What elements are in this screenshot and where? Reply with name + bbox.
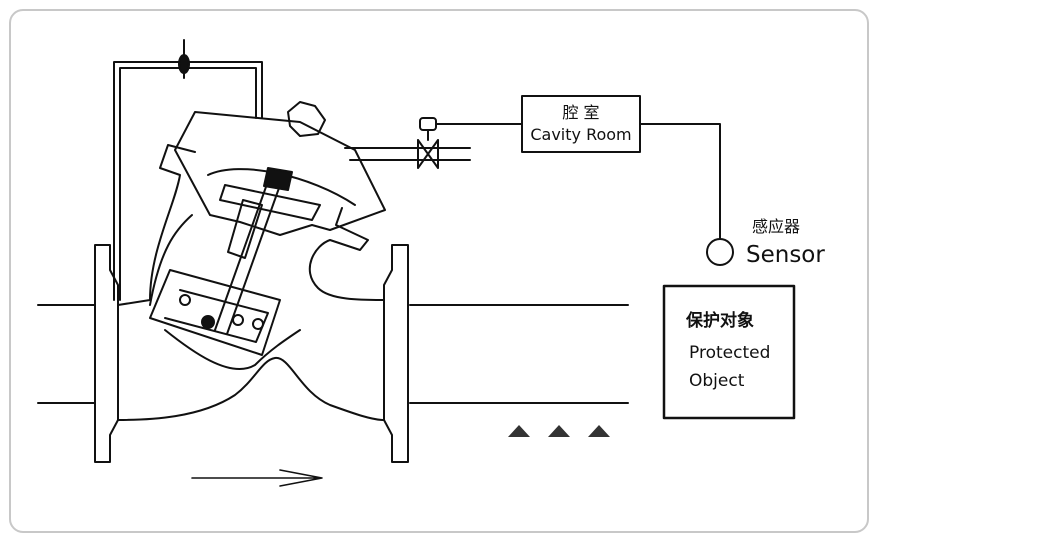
needle-valve-icon xyxy=(178,54,190,74)
diaphragm-plate xyxy=(219,184,321,221)
bonnet-cover xyxy=(174,111,386,236)
stem-nut xyxy=(263,167,293,191)
protected-object-box xyxy=(662,284,796,420)
protected-object-label-en-2: Object xyxy=(689,371,745,391)
cavity-room-label-cn: 腔 室 xyxy=(562,103,599,122)
control-pipe-outer xyxy=(113,61,263,301)
sensor-label-en: Sensor xyxy=(746,242,825,268)
valve-body xyxy=(117,144,385,421)
valve-body-bottom-curve xyxy=(164,329,301,371)
flow-direction-arrow-icon xyxy=(191,469,323,487)
protected-object-label-cn: 保护对象 xyxy=(685,310,754,331)
valve-disc xyxy=(149,269,281,356)
water-level-marker-icon xyxy=(508,425,530,437)
disc-bolt-3 xyxy=(232,314,244,326)
bonnet-plug xyxy=(287,101,326,137)
right-flange xyxy=(383,244,409,463)
disc-bolt-4 xyxy=(252,318,264,330)
stem-guide xyxy=(227,199,263,259)
valve-stem-a xyxy=(214,169,273,331)
valve-stem-b xyxy=(226,173,285,335)
disc-bolt-2 xyxy=(201,315,215,329)
signal-line-to-sensor xyxy=(639,123,721,239)
valve-body-inner-left xyxy=(149,214,193,306)
sensor-circle-icon xyxy=(706,238,734,266)
valve-body-right-chamber xyxy=(308,207,385,301)
water-level-marker-icon xyxy=(548,425,570,437)
control-pipe-inner xyxy=(119,67,257,301)
protected-object-label-en-1: Protected xyxy=(689,343,770,363)
sensor-label-cn: 感应器 xyxy=(752,217,800,236)
cavity-room-label-en: Cavity Room xyxy=(530,125,631,144)
disc-bolt-1 xyxy=(179,294,191,306)
water-level-marker-icon xyxy=(588,425,610,437)
ball-valve-icon xyxy=(417,139,439,169)
ball-valve-cap xyxy=(419,117,437,131)
